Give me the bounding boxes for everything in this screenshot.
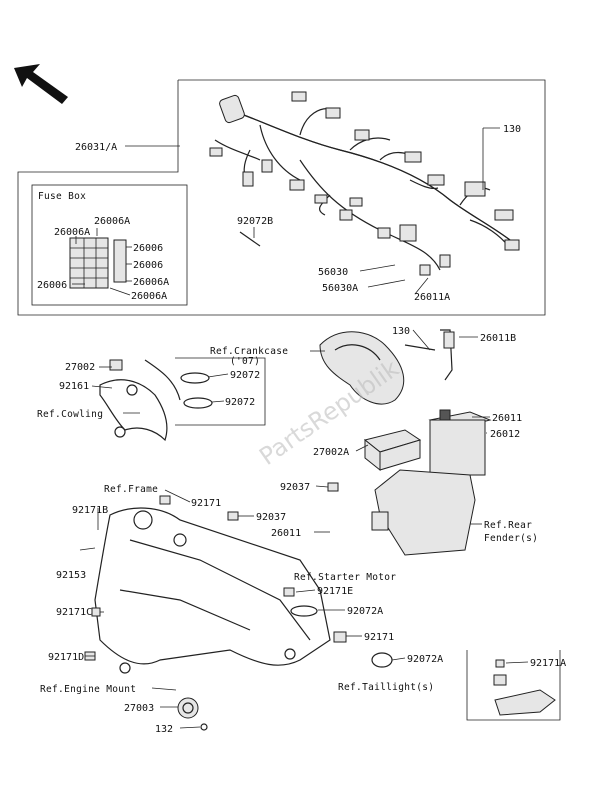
label-26006-3: 26006 (37, 280, 67, 291)
label-56030: 56030 (318, 267, 348, 278)
harness-frame (17, 79, 546, 316)
crankcase-cover (319, 331, 405, 405)
label-26006a-3: 26006A (133, 277, 169, 288)
label-56030a: 56030A (322, 283, 358, 294)
label-92072a-2: 92072A (407, 654, 443, 665)
relay-bracket (99, 359, 181, 442)
ref-crankcase: Ref.Crankcase (210, 346, 288, 357)
label-27003: 27003 (124, 703, 154, 714)
label-92161: 92161 (59, 381, 89, 392)
label-27002: 27002 (65, 362, 95, 373)
leader-lines (72, 127, 529, 729)
fuse-box-title: Fuse Box (38, 191, 86, 202)
label-27002a: 27002A (313, 447, 349, 458)
callout-labels: 26031/A Fuse Box 26006A 26006A 26006 260… (37, 124, 566, 735)
label-26031a: 26031/A (75, 142, 117, 153)
label-26011a: 26011A (414, 292, 450, 303)
ref-taillight: Ref.Taillight(s) (338, 682, 434, 693)
ref-frame: Ref.Frame (104, 484, 158, 495)
taillight-bracket (466, 650, 561, 721)
ref-cowling: Ref.Cowling (37, 409, 103, 420)
frame (94, 507, 331, 674)
label-26011b: 26011B (480, 333, 516, 344)
label-130-top: 130 (503, 124, 521, 135)
taillight (493, 659, 556, 716)
label-92171c: 92171C (56, 607, 92, 618)
rear-fender-tray (371, 469, 476, 556)
label-92171a: 92171A (530, 658, 566, 669)
ref-starter-motor: Ref.Starter Motor (294, 572, 396, 583)
label-26012: 26012 (490, 429, 520, 440)
label-92153: 92153 (56, 570, 86, 581)
label-92171: 92171 (191, 498, 221, 509)
label-92072-07: 92072 (230, 370, 260, 381)
label-92072: 92072 (225, 397, 255, 408)
label-92072b: 92072B (237, 216, 273, 227)
label-26006-2: 26006 (133, 260, 163, 271)
label-92037-b: 92037 (256, 512, 286, 523)
ref-rear-fender-1: Ref.Rear (484, 520, 532, 531)
year-07-bracket (175, 357, 266, 426)
battery (428, 409, 492, 476)
ecu (363, 429, 422, 472)
sensor-26011b (404, 329, 455, 381)
label-26011-b: 26011 (271, 528, 301, 539)
fuse-box-frame (31, 184, 188, 306)
label-26011: 26011 (492, 413, 522, 424)
ref-engine-mount: Ref.Engine Mount (40, 684, 136, 695)
ref-rear-fender-2: Fender(s) (484, 533, 538, 544)
fuse-box (69, 237, 127, 289)
wiring-harness (209, 91, 520, 276)
label-26006-1: 26006 (133, 243, 163, 254)
label-132: 132 (155, 724, 173, 735)
label-92037-a: 92037 (280, 482, 310, 493)
label-92072a-1: 92072A (347, 606, 383, 617)
label-26006a-4: 26006A (131, 291, 167, 302)
label-92171-b: 92171 (364, 632, 394, 643)
label-130-mid: 130 (392, 326, 410, 337)
label-26006a-2: 26006A (54, 227, 90, 238)
label-92171b: 92171B (72, 505, 108, 516)
label-92171e: 92171E (317, 586, 353, 597)
front-arrow-icon (14, 64, 68, 104)
label-26006a-1: 26006A (94, 216, 130, 227)
label-92171d: 92171D (48, 652, 84, 663)
label-year-07: ('07) (230, 356, 260, 367)
